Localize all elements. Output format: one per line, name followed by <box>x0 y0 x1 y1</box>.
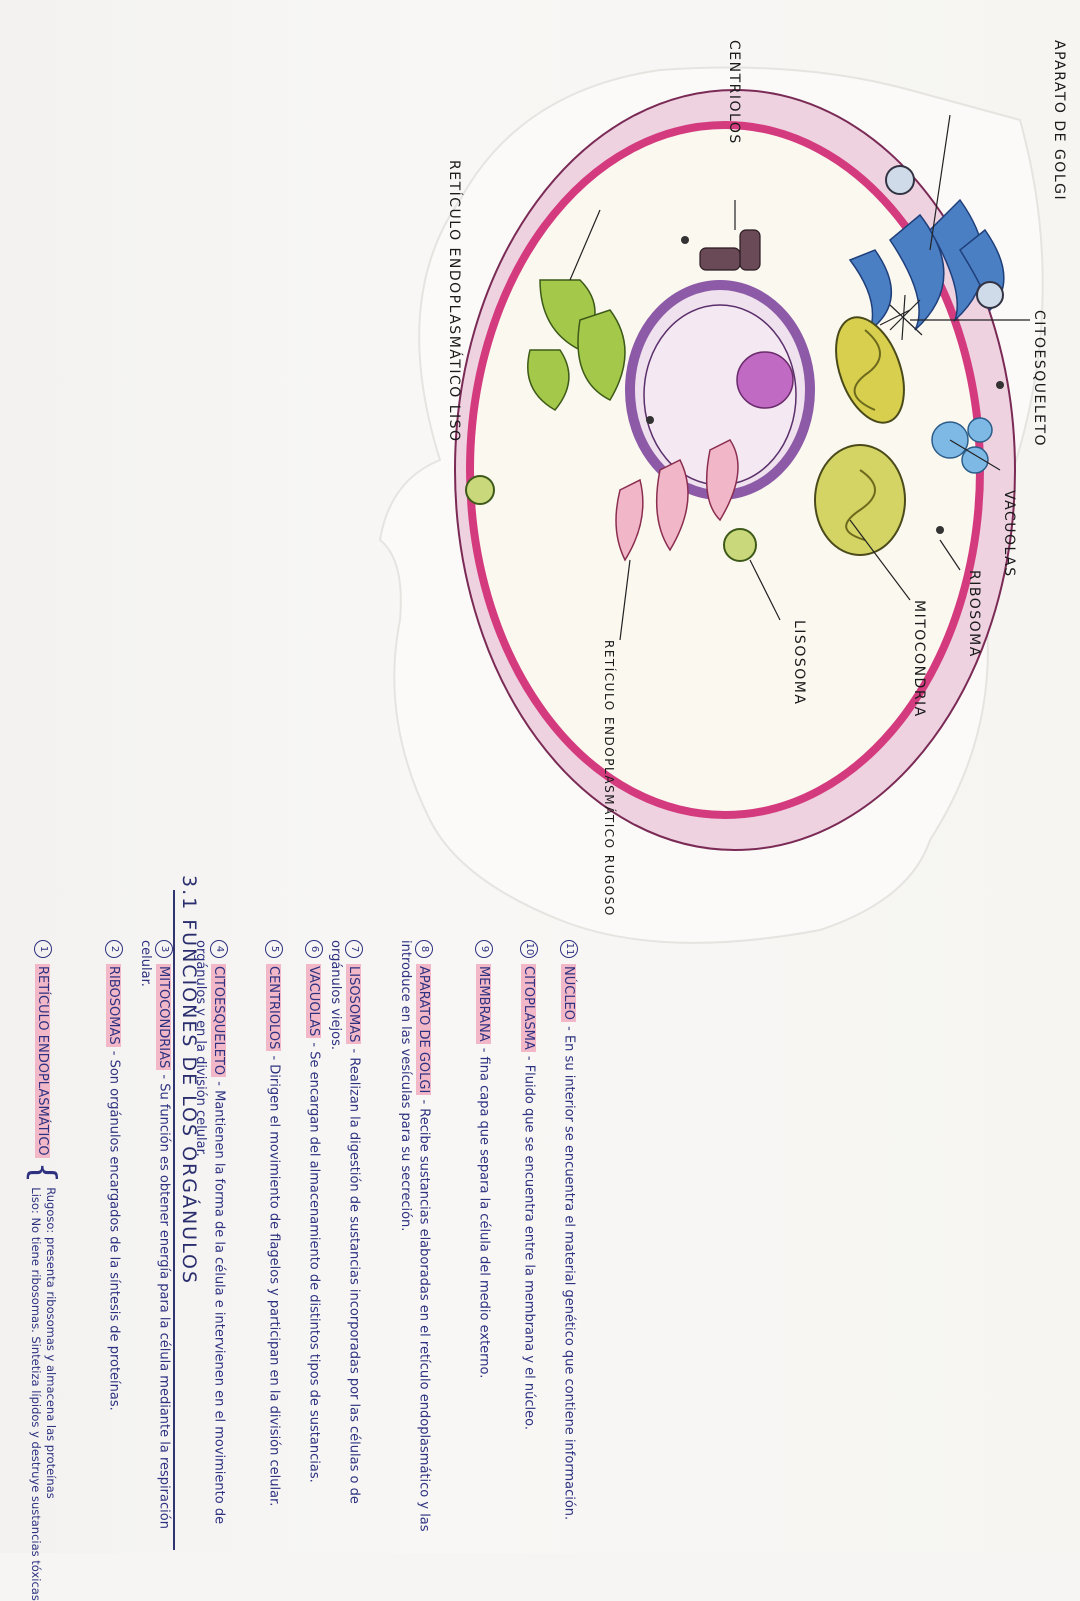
note-number: 4 <box>210 940 228 958</box>
label-mitocondria: MITOCONDRIA <box>911 600 927 718</box>
label-golgi: APARATO DE GOLGI <box>1051 40 1067 201</box>
note-number: 6 <box>305 940 323 958</box>
note-item: 5CENTRIOLOS - Dirigen el movimiento de f… <box>265 940 283 1540</box>
note-term: MEMBRANA <box>476 964 492 1044</box>
note-term: VACUOLAS <box>306 964 322 1039</box>
note-term: APARATO DE GOLGI <box>416 964 432 1096</box>
note-number: 10 <box>520 940 538 958</box>
note-item: 7LISOSOMAS - Realizan la digestión de su… <box>327 940 363 1540</box>
note-text: - Fluido que se encuentra entre la membr… <box>521 1051 537 1431</box>
note-sub-rugoso: Rugoso: presenta ribosomas y almacena la… <box>44 1187 58 1499</box>
rough-er <box>615 439 739 562</box>
note-item: 6VACUOLAS - Se encargan del almacenamien… <box>305 940 323 1540</box>
note-text: - Dirigen el movimiento de flagelos y pa… <box>266 1051 282 1507</box>
label-rer: RETÍCULO ENDOPLASMÁTICO RUGOSO <box>602 640 617 917</box>
note-item: 4CITOESQUELETO - Mantienen la forma de l… <box>192 940 228 1540</box>
note-term: MITOCONDRIAS <box>156 964 172 1071</box>
note-term: RIBOSOMAS <box>106 964 122 1047</box>
leader-lines <box>569 114 1030 641</box>
label-lisosoma: LISOSOMA <box>791 620 807 705</box>
note-item: 2RIBOSOMAS - Son orgánulos encargados de… <box>105 940 123 1540</box>
golgi-apparatus <box>848 198 1005 333</box>
note-term: RETÍCULO ENDOPLASMÁTICO <box>35 964 51 1158</box>
mitochondrion <box>814 444 906 556</box>
note-sub-liso: Liso: No tiene ribosomas. Sintetiza lípi… <box>29 1187 43 1601</box>
ribosomes <box>646 236 1004 534</box>
note-item: 8APARATO DE GOLGI - Recibe sustancias el… <box>397 940 433 1540</box>
note-term: CENTRIOLOS <box>266 964 282 1052</box>
note-item: 3MITOCONDRIAS - Su función es obtener en… <box>137 940 173 1540</box>
cytoskeleton <box>879 294 923 341</box>
note-number: 9 <box>475 940 493 958</box>
note-number: 2 <box>105 940 123 958</box>
note-number: 11 <box>560 940 578 958</box>
label-ribosoma: RIBOSOMA <box>966 570 982 658</box>
label-vacuolas: VACUOLAS <box>1001 490 1017 578</box>
note-item: 9MEMBRANA - fina capa que separa la célu… <box>475 940 493 1540</box>
nucleolus <box>736 351 794 409</box>
lysosome <box>723 528 757 562</box>
label-rel: RETÍCULO ENDOPLASMÁTICO LISO <box>446 160 463 443</box>
note-text: - En su interior se encuentra el materia… <box>561 1022 577 1521</box>
brace-icon: { <box>23 1161 63 1184</box>
vesicle <box>885 165 915 195</box>
note-number: 3 <box>155 940 173 958</box>
title-underline <box>173 890 175 1550</box>
note-term: LISOSOMAS <box>346 964 362 1045</box>
centrioles <box>699 229 761 271</box>
note-number: 5 <box>265 940 283 958</box>
note-item: 1RETÍCULO ENDOPLASMÁTICO { Rugoso: present… <box>23 940 63 1601</box>
note-number: 7 <box>345 940 363 958</box>
note-term: CITOPLASMA <box>521 964 537 1052</box>
note-number: 8 <box>415 940 433 958</box>
mitochondrion <box>835 316 905 424</box>
vesicle <box>976 281 1004 309</box>
note-number: 1 <box>34 940 52 958</box>
note-term: NÚCLEO <box>561 964 577 1023</box>
note-item: 10CITOPLASMA - Fluido que se encuentra e… <box>520 940 538 1540</box>
smooth-er <box>527 279 626 411</box>
label-citoesqueleto: CITOESQUELETO <box>1031 310 1047 447</box>
note-text: - Son orgánulos encargados de la síntesi… <box>106 1046 122 1411</box>
notes-sheet: APARATO DE GOLGI CENTRIOLOS RETÍCULO END… <box>23 40 1067 1601</box>
lysosome <box>465 475 495 505</box>
note-term: CITOESQUELETO <box>211 964 227 1078</box>
note-text: - fina capa que separa la célula del med… <box>476 1043 492 1379</box>
label-centriolos: CENTRIOLOS <box>726 40 742 145</box>
note-text: - Se encargan del almacenamiento de dist… <box>306 1038 322 1483</box>
cell-diagram: APARATO DE GOLGI CENTRIOLOS RETÍCULO END… <box>378 40 1067 944</box>
note-item: 11NÚCLEO - En su interior se encuentra e… <box>560 940 578 1540</box>
